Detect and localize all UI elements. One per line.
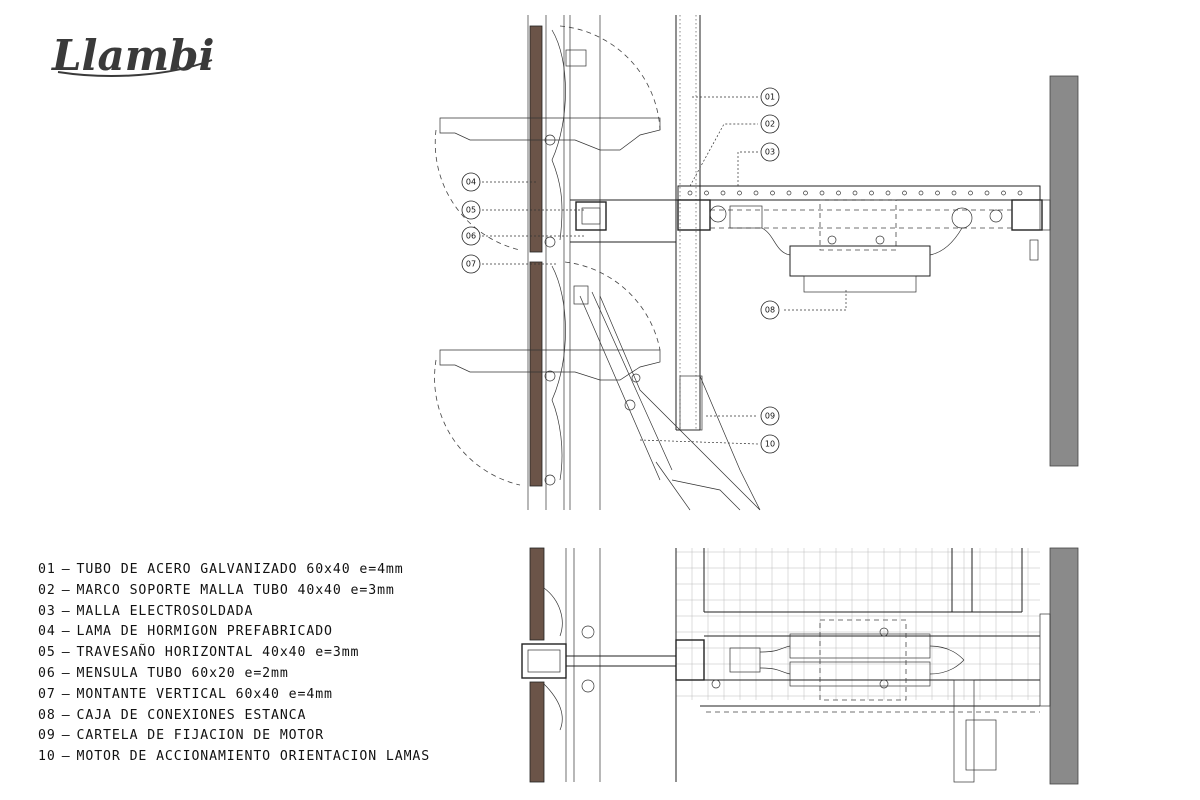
callout-07: 07 <box>461 254 481 274</box>
legend-number: 10 <box>38 749 56 765</box>
vertical-tube-plan <box>675 639 705 681</box>
mesh-hole <box>704 190 709 196</box>
legend-item: 03–MALLA ELECTROSOLDADA <box>38 602 430 623</box>
legend-number: 04 <box>38 624 56 640</box>
callout-09: 09 <box>760 406 780 426</box>
mesh-hole <box>1001 190 1006 196</box>
legend-text: MOTOR DE ACCIONAMIENTO ORIENTACION LAMAS <box>76 749 431 765</box>
callout-04: 04 <box>461 172 481 192</box>
concrete-slat-plan-upper <box>529 547 545 641</box>
callout-02: 02 <box>760 114 780 134</box>
elevation-section <box>434 15 1079 511</box>
mesh-hole <box>968 190 973 196</box>
legend-number: 02 <box>38 582 56 598</box>
legend-text: CARTELA DE FIJACION DE MOTOR <box>76 728 325 744</box>
svg-text:09: 09 <box>765 412 775 421</box>
legend-item: 06–MENSULA TUBO 60x20 e=2mm <box>38 664 430 685</box>
legend-number: 05 <box>38 645 56 661</box>
concrete-slat-plan-lower <box>529 681 545 783</box>
svg-text:07: 07 <box>466 260 476 269</box>
svg-text:06: 06 <box>466 232 476 241</box>
callout-06: 06 <box>461 226 481 246</box>
mesh-hole <box>786 190 792 196</box>
mesh-hole <box>687 190 693 196</box>
mesh-hole <box>1017 190 1023 196</box>
mesh-hole <box>902 190 907 196</box>
callout-05: 05 <box>461 200 481 220</box>
legend-number: 07 <box>38 686 56 702</box>
mesh-hole <box>737 190 742 196</box>
legend-item: 02–MARCO SOPORTE MALLA TUBO 40x40 e=3mm <box>38 581 430 602</box>
transom-tube-plan <box>521 643 567 679</box>
legend-number: 01 <box>38 562 56 577</box>
mesh-hole <box>836 190 841 196</box>
wall <box>1049 75 1079 467</box>
legend-item: 01–TUBO DE ACERO GALVANIZADO 60x40 e=4mm <box>38 560 430 581</box>
legend-text: MONTANTE VERTICAL 60x40 e=4mm <box>76 686 333 702</box>
svg-text:04: 04 <box>466 178 476 187</box>
svg-text:03: 03 <box>765 148 775 157</box>
mesh-hole <box>803 190 808 196</box>
company-logo: Llambi <box>51 31 214 80</box>
legend-item: 08–CAJA DE CONEXIONES ESTANCA <box>38 706 430 727</box>
mesh-holes <box>687 190 1023 196</box>
mesh-frame-end-right <box>1011 199 1043 231</box>
svg-text:01: 01 <box>765 93 775 102</box>
legend-number: 03 <box>38 603 56 619</box>
logo-text: Llambi <box>51 31 214 80</box>
mesh-hole <box>951 190 957 196</box>
mesh-hole <box>869 190 874 196</box>
callout-08: 08 <box>760 300 780 320</box>
legend-number: 09 <box>38 728 56 744</box>
legend-item: 09–CARTELA DE FIJACION DE MOTOR <box>38 726 430 747</box>
legend-text: CAJA DE CONEXIONES ESTANCA <box>76 707 307 723</box>
transom-tube <box>575 201 607 231</box>
callout-01: 01 <box>760 87 780 107</box>
legend-text: MENSULA TUBO 60x20 e=2mm <box>76 665 289 681</box>
legend-item: 04–LAMA DE HORMIGON PREFABRICADO <box>38 622 430 643</box>
parts-legend: 01–TUBO DE ACERO GALVANIZADO 60x40 e=4mm… <box>38 560 430 768</box>
legend-item: 07–MONTANTE VERTICAL 60x40 e=4mm <box>38 685 430 706</box>
mesh-hole <box>935 190 940 196</box>
svg-text:05: 05 <box>466 206 476 215</box>
mesh-hole <box>885 190 891 196</box>
callout-03: 03 <box>760 142 780 162</box>
legend-text: TUBO DE ACERO GALVANIZADO 60x40 e=4mm <box>76 562 404 577</box>
legend-item: 10–MOTOR DE ACCIONAMIENTO ORIENTACION LA… <box>38 747 430 768</box>
mesh-hole <box>770 190 775 196</box>
svg-text:08: 08 <box>765 306 775 315</box>
junction-box <box>789 245 931 277</box>
concrete-slat-upper <box>529 25 543 253</box>
mesh-hole <box>720 190 726 196</box>
legend-number: 06 <box>38 665 56 681</box>
mesh-grid <box>675 548 1040 700</box>
mesh-hole <box>819 190 825 196</box>
svg-text:10: 10 <box>765 440 775 449</box>
wall-plan <box>1049 547 1079 785</box>
legend-item: 05–TRAVESAÑO HORIZONTAL 40x40 e=3mm <box>38 643 430 664</box>
mesh-frame-end-left <box>677 199 711 231</box>
legend-text: TRAVESAÑO HORIZONTAL 40x40 e=3mm <box>76 645 360 661</box>
mesh-hole <box>753 190 759 196</box>
concrete-slat-lower <box>529 261 543 487</box>
legend-text: MARCO SOPORTE MALLA TUBO 40x40 e=3mm <box>76 582 395 598</box>
legend-text: MALLA ELECTROSOLDADA <box>76 603 254 619</box>
callout-10: 10 <box>760 434 780 454</box>
mesh-hole <box>918 190 924 196</box>
mesh-hole <box>984 190 990 196</box>
svg-text:02: 02 <box>765 120 775 129</box>
plan-section <box>521 547 1079 785</box>
mesh-hole <box>852 190 858 196</box>
callout-leaders <box>482 96 847 445</box>
legend-number: 08 <box>38 707 56 723</box>
legend-text: LAMA DE HORMIGON PREFABRICADO <box>76 624 333 640</box>
